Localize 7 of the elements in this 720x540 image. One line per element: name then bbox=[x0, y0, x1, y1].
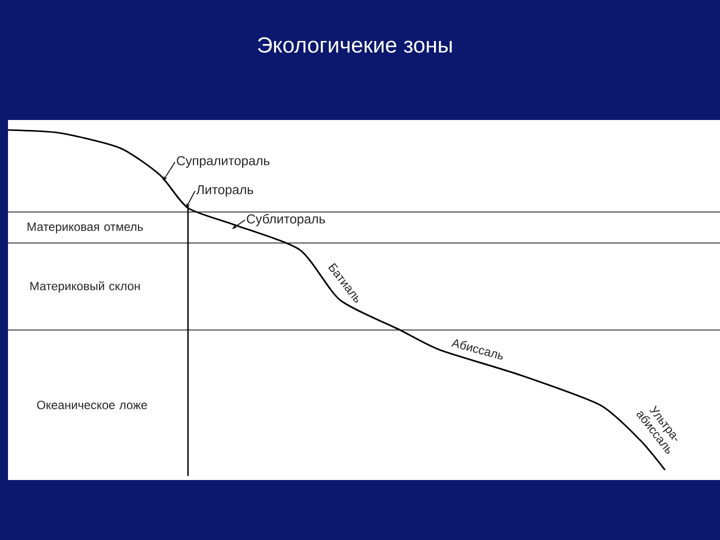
title: Экологичекие зоны bbox=[258, 37, 452, 53]
row-label: Материковый склон bbox=[30, 281, 140, 293]
row-label: Материковая отмель bbox=[28, 222, 143, 234]
row-label: Океаническое ложе bbox=[37, 400, 147, 410]
zone-label: Сублитораль bbox=[246, 214, 325, 226]
zone-label: Супралитораль bbox=[176, 156, 270, 168]
zone-label: Литораль bbox=[196, 185, 254, 197]
